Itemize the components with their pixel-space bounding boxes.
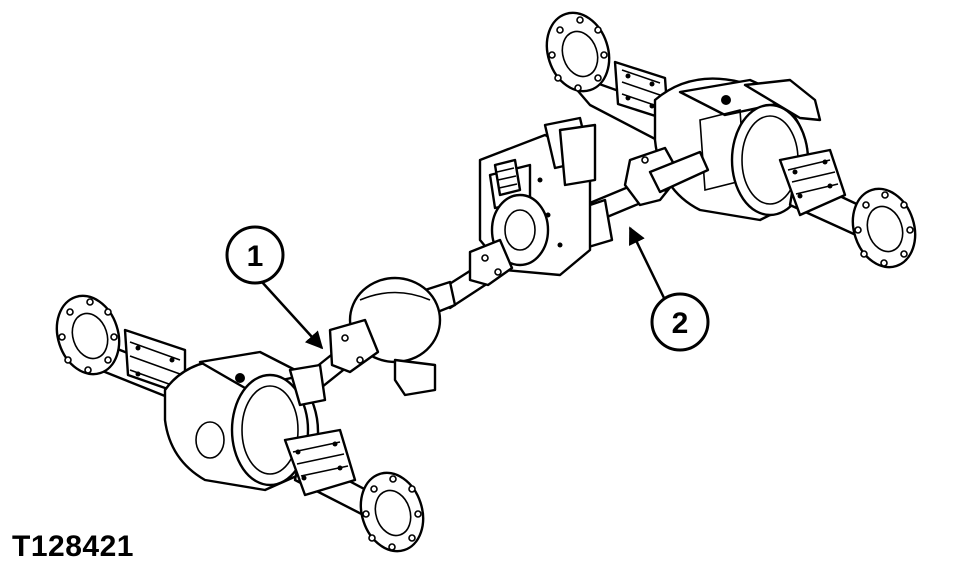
callout-2-label: 2 [672, 307, 689, 340]
callout-1-label: 1 [247, 240, 264, 273]
callout-2: 2 [628, 226, 710, 352]
rear-driveshaft [573, 146, 710, 250]
callout-1: 1 [225, 225, 324, 350]
figure-id: T128421 [12, 530, 134, 563]
front-axle-assembly [55, 294, 425, 553]
callout-1-leader [261, 281, 324, 350]
callout-1-circle [225, 225, 285, 285]
callout-2-circle [650, 292, 710, 352]
front-driveshaft [298, 238, 514, 397]
callout-2-leader [628, 226, 667, 301]
transfer-case [478, 116, 597, 277]
